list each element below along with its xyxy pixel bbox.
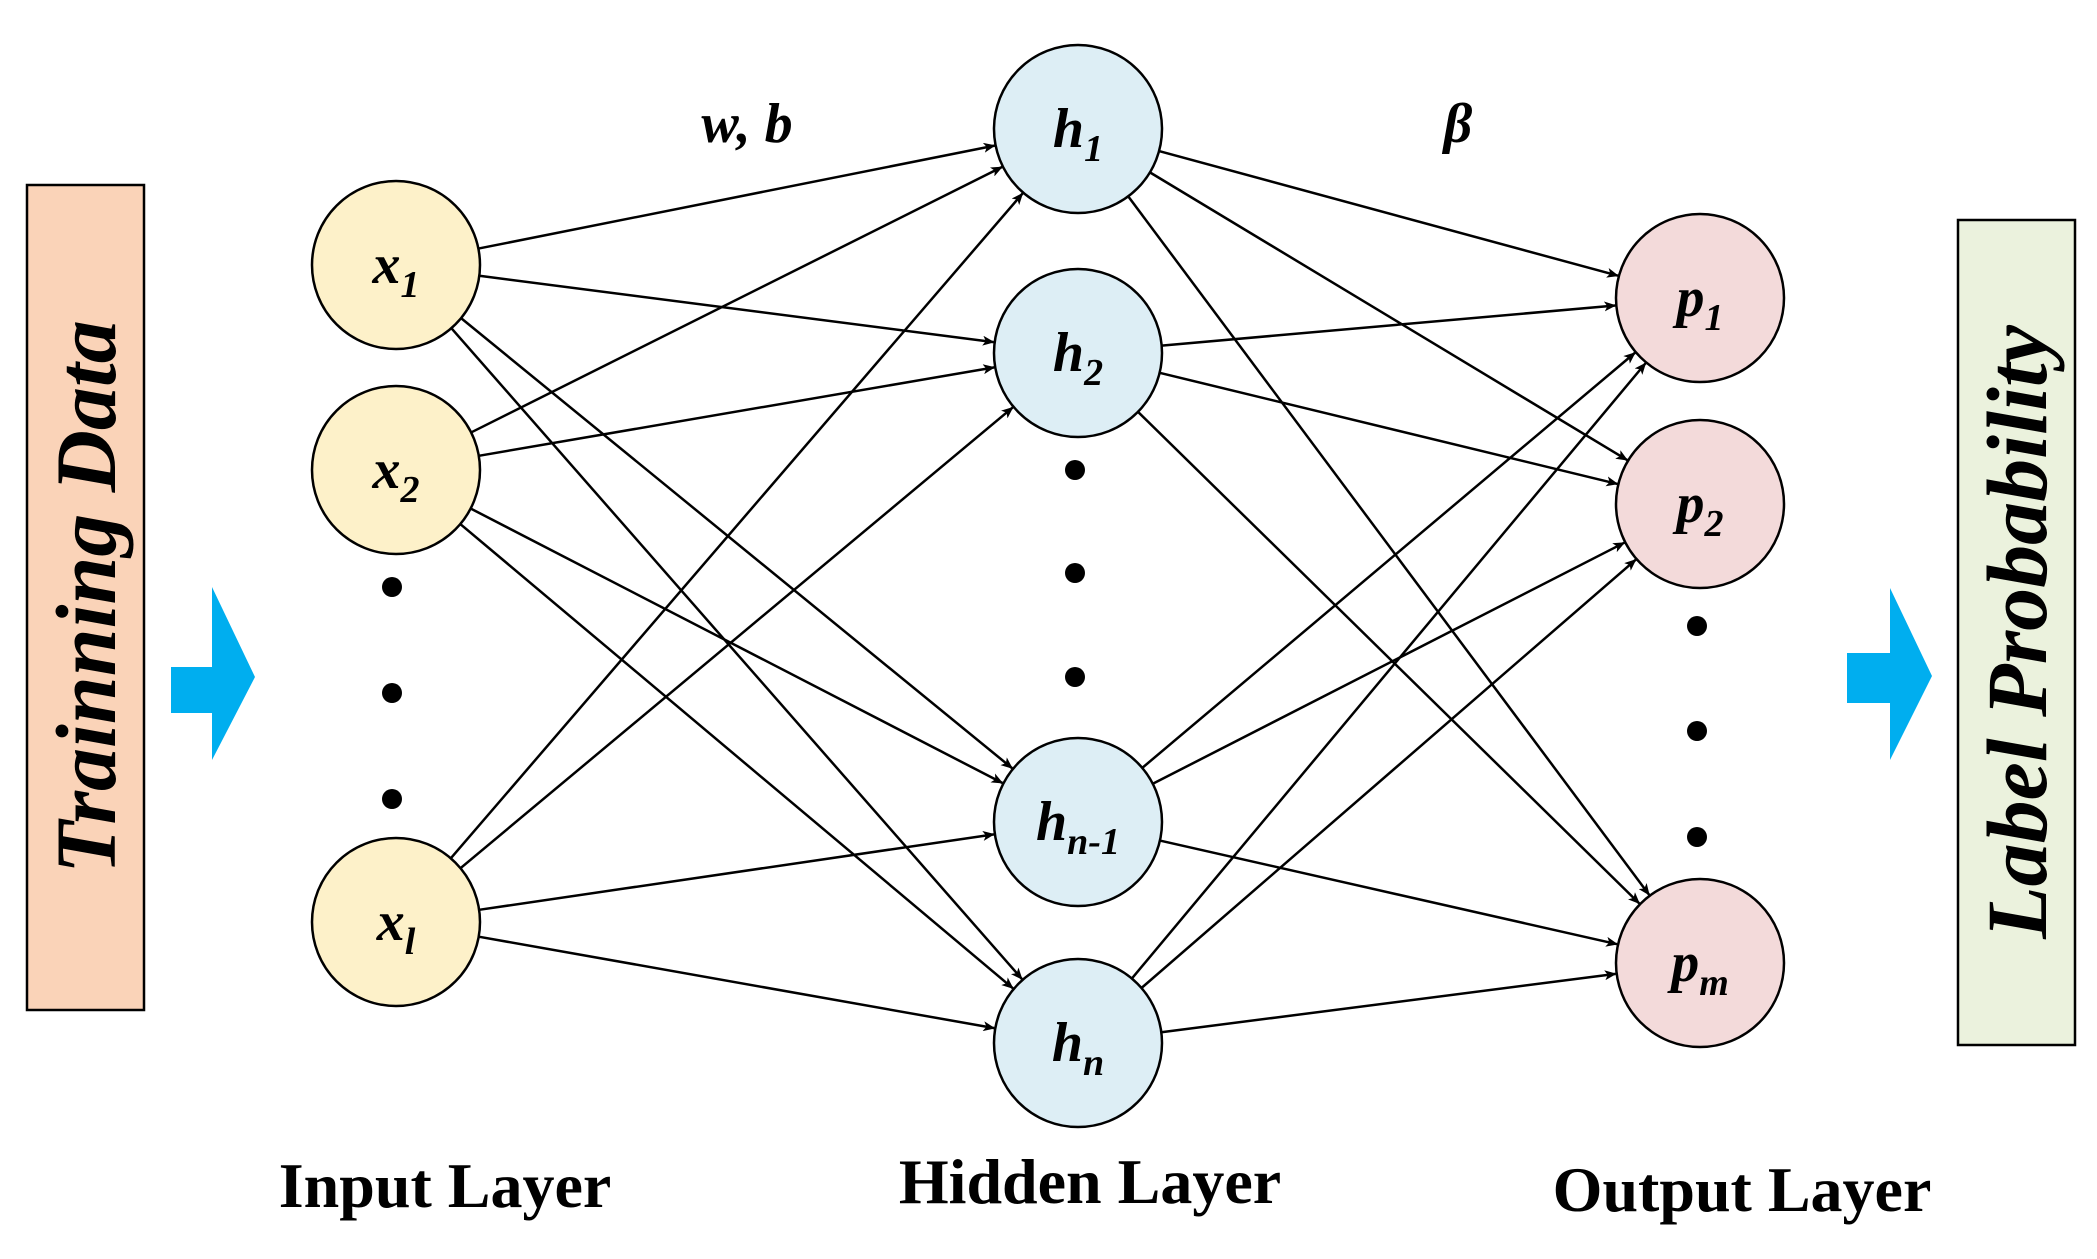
edge-input-2-hidden-2 xyxy=(478,830,995,912)
hidden-node: hn xyxy=(992,957,1164,1129)
hidden-node-label: h1 xyxy=(1053,98,1103,170)
hidden-node-circle xyxy=(992,267,1164,439)
training-data-box xyxy=(25,183,146,1012)
node-label-subscript: 2 xyxy=(1083,352,1103,394)
output-ellipsis xyxy=(1687,616,1707,847)
input-node-circle xyxy=(310,384,482,556)
hidden-node-circle xyxy=(992,736,1164,908)
edge-hidden-0-output-2 xyxy=(1127,195,1651,896)
node-label-subscript: 2 xyxy=(400,469,420,511)
hidden-node: h2 xyxy=(992,267,1164,439)
input-node-label: x1 xyxy=(372,234,420,306)
edge-input-0-hidden-3 xyxy=(450,327,1023,980)
node-label-subscript: m xyxy=(1699,962,1729,1004)
edge-hidden-0-output-1 xyxy=(1149,171,1629,462)
output-node-circle xyxy=(1614,212,1786,384)
edge-hidden-2-output-1 xyxy=(1152,541,1626,785)
edge-input-2-hidden-0 xyxy=(449,192,1024,860)
node-label-subscript: 1 xyxy=(401,264,420,306)
node-label-base: p xyxy=(1673,473,1705,535)
node-label-base: h xyxy=(1036,791,1067,853)
output-node-label: p1 xyxy=(1673,267,1724,339)
hidden-node-label: hn xyxy=(1052,1012,1104,1084)
input-ellipsis xyxy=(382,577,402,809)
node-label-base: p xyxy=(1667,932,1699,994)
connection-edges xyxy=(449,142,1651,1034)
node-label-subscript: 1 xyxy=(1705,297,1724,339)
input-node: x1 xyxy=(310,179,482,351)
input-node-label: x2 xyxy=(372,439,420,511)
node-label-subscript: n-1 xyxy=(1067,821,1120,863)
edge-input-1-hidden-1 xyxy=(478,364,996,458)
edge-input-2-hidden-3 xyxy=(478,935,996,1032)
edge-input-0-hidden-1 xyxy=(479,274,995,346)
output-layer-label: Output Layer xyxy=(1553,1154,1932,1225)
node-label-subscript: l xyxy=(405,921,416,963)
node-label-subscript: n xyxy=(1083,1042,1104,1084)
input-layer-label: Input Layer xyxy=(279,1150,612,1221)
edge-hidden-3-output-2 xyxy=(1161,970,1617,1034)
hidden-node: h1 xyxy=(992,43,1164,215)
input-node: xl xyxy=(310,836,482,1008)
node-label-base: h xyxy=(1053,322,1084,384)
edge-hidden-2-output-2 xyxy=(1159,839,1619,947)
node-label-subscript: 1 xyxy=(1084,128,1103,170)
node-label-base: x xyxy=(376,891,405,953)
edge-input-1-hidden-2 xyxy=(470,507,1004,785)
edge-input-1-hidden-0 xyxy=(470,165,1003,434)
edge-hidden-1-output-1 xyxy=(1159,371,1619,487)
output-node: p2 xyxy=(1614,418,1786,590)
edge-input-2-hidden-1 xyxy=(459,406,1014,870)
node-label-base: x xyxy=(372,439,401,501)
training-data-label: Trainning Data xyxy=(38,320,134,874)
edge-input-0-hidden-0 xyxy=(478,142,996,250)
input-node: x2 xyxy=(310,384,482,556)
output-node-label: p2 xyxy=(1673,473,1724,545)
node-label-base: x xyxy=(372,234,401,296)
hidden-layer-label: Hidden Layer xyxy=(899,1146,1281,1217)
flow-arrow-icon xyxy=(1847,588,1932,760)
input-node-label: xl xyxy=(376,891,416,963)
output-node-label: pm xyxy=(1667,932,1729,1004)
node-label-subscript: 2 xyxy=(1704,503,1724,545)
label-probability-box xyxy=(1956,218,2077,1047)
output-node: p1 xyxy=(1614,212,1786,384)
edge-input-1-hidden-3 xyxy=(459,523,1014,990)
hidden-node-label: hn-1 xyxy=(1036,791,1120,863)
output-node: pm xyxy=(1614,877,1786,1049)
input-node-circle xyxy=(310,179,482,351)
edge-hidden-1-output-2 xyxy=(1137,410,1641,905)
flow-arrow-icon xyxy=(171,587,255,760)
edge-hidden-3-output-1 xyxy=(1140,558,1637,989)
hidden-ellipsis xyxy=(1065,460,1085,687)
input-hidden-weights-label: w, b xyxy=(701,93,792,155)
input-node-circle xyxy=(310,836,482,1008)
edge-hidden-1-output-0 xyxy=(1161,301,1617,347)
edge-hidden-0-output-0 xyxy=(1158,149,1619,278)
hidden-node-label: h2 xyxy=(1053,322,1103,394)
node-label-base: p xyxy=(1673,267,1705,329)
output-node-circle xyxy=(1614,877,1786,1049)
edge-input-0-hidden-2 xyxy=(460,317,1013,770)
hidden-node-circle xyxy=(992,957,1164,1129)
edge-hidden-2-output-0 xyxy=(1141,351,1636,769)
node-label-base: h xyxy=(1053,98,1084,160)
output-node-circle xyxy=(1614,418,1786,590)
label-probability-label: Label Probability xyxy=(1969,324,2065,940)
node-label-base: h xyxy=(1052,1012,1083,1074)
hidden-node: hn-1 xyxy=(992,736,1164,908)
hidden-output-weights-label: β xyxy=(1442,93,1473,155)
hidden-node-circle xyxy=(992,43,1164,215)
edge-hidden-3-output-0 xyxy=(1130,362,1647,980)
